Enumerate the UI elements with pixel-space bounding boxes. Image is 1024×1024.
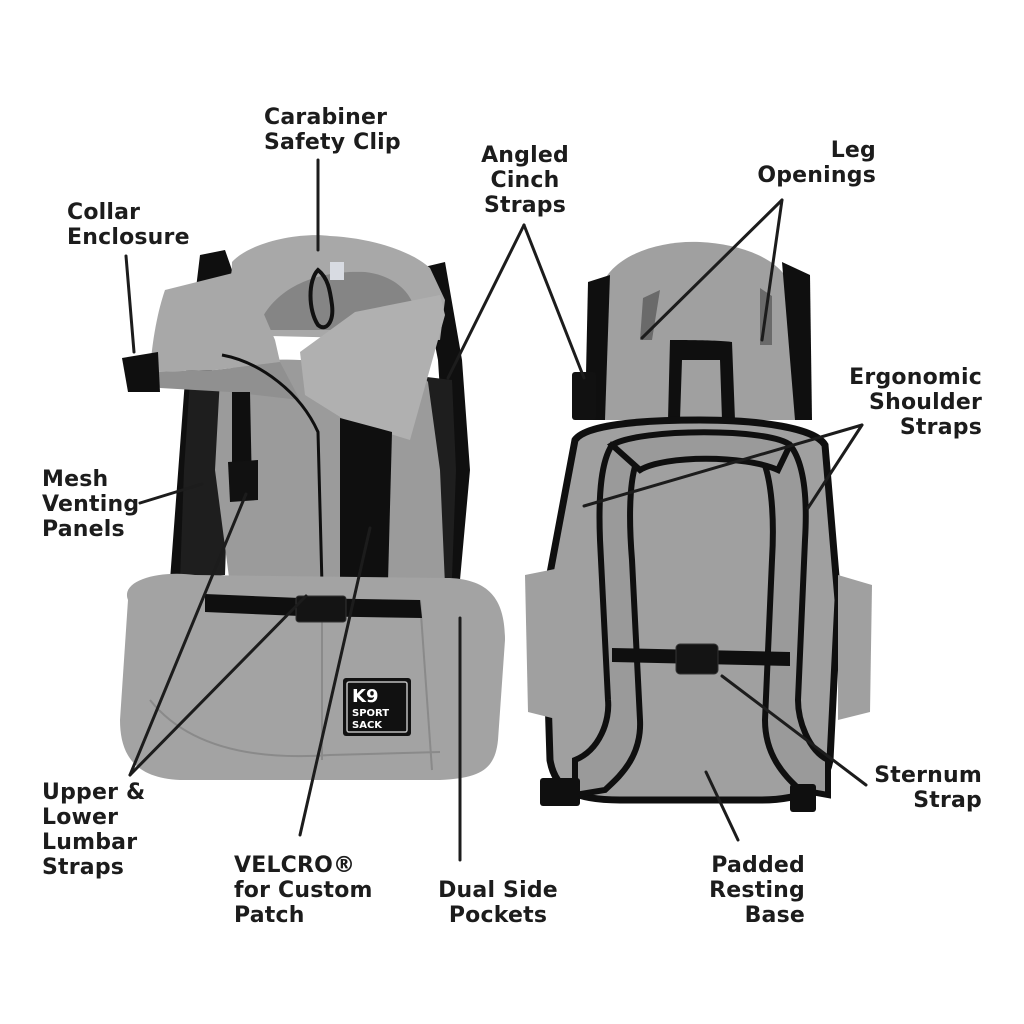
label-sternum-strap: Sternum Strap [862,763,982,813]
label-angled-cinch-straps: Angled Cinch Straps [472,143,578,218]
logo-patch [343,678,411,736]
label-line: Angled [481,143,569,168]
label-line: Openings [757,163,876,188]
label-line: Straps [42,855,125,880]
label-line: Patch [234,903,305,928]
label-line: Leg [830,138,876,163]
front-backpack: K9 SPORT SACK [120,235,505,780]
logo-sack: SACK [352,720,383,731]
label-leg-openings: Leg Openings [740,138,876,188]
label-ergonomic-shoulder-straps: Ergonomic Shoulder Straps [832,365,982,440]
label-line: Dual Side [438,878,558,903]
leader-cinch-left [446,223,526,380]
label-collar-enclosure: Collar Enclosure [67,200,190,250]
label-line: Shoulder [869,390,982,415]
leader-shoulder-right [806,423,864,510]
logo-sport: SPORT [352,708,389,719]
label-line: Pockets [448,903,548,928]
logo-k9: K9 [352,686,378,707]
carabiner [308,267,335,330]
collar-flap-right [300,295,445,440]
label-line: Straps [899,415,982,440]
cinch-strap-buckle [572,372,596,420]
label-velcro-custom-patch: VELCRO® for Custom Patch [234,853,373,928]
leader-shoulder-left [582,423,864,508]
leader-lumbar-lower [128,594,308,777]
label-mesh-venting-panels: Mesh Venting Panels [42,467,139,542]
label-line: Enclosure [67,225,190,250]
label-line: Sternum [874,763,982,788]
label-carabiner-safety-clip: Carabiner Safety Clip [264,105,401,155]
label-line: Collar [67,200,141,225]
leg-opening-left [640,290,660,340]
back-hood [590,241,800,420]
leader-lumbar-upper [128,492,248,777]
leader-leg-right [760,198,784,342]
label-line: VELCRO® [234,853,356,878]
label-line: Ergonomic [849,365,982,390]
label-line: Upper & [42,780,146,805]
velcro-strip [340,418,392,582]
label-line: Straps [483,193,567,218]
leader-cinch-right [522,223,586,380]
leader-mesh [138,482,204,505]
label-line: Mesh [42,467,109,492]
label-line: Resting [709,878,805,903]
label-line: Lower [42,805,119,830]
back-backpack [525,241,872,812]
leader-velcro [298,526,372,837]
leader-collar [124,254,136,354]
label-padded-resting-base: Padded Resting Base [690,853,805,928]
label-dual-side-pockets: Dual Side Pockets [432,878,564,928]
collar-flap-left [150,270,280,372]
label-line: Safety Clip [264,130,401,155]
leader-leg-left [640,198,784,340]
label-line: Venting [42,492,140,517]
leader-base [704,770,740,842]
label-line: Strap [913,788,982,813]
label-upper-lower-lumbar-straps: Upper & Lower Lumbar Straps [42,780,145,880]
label-line: Cinch [490,168,560,193]
shoulder-strap-left [572,441,645,799]
leader-lines [124,158,868,862]
label-line: Base [744,903,805,928]
top-handle [668,340,735,420]
label-line: Lumbar [42,830,138,855]
label-line: Carabiner [264,105,388,130]
leader-sternum [720,674,868,787]
label-line: for Custom [234,878,373,903]
label-line: Padded [711,853,805,878]
collar-clip [122,352,160,392]
label-line: Panels [42,517,125,542]
